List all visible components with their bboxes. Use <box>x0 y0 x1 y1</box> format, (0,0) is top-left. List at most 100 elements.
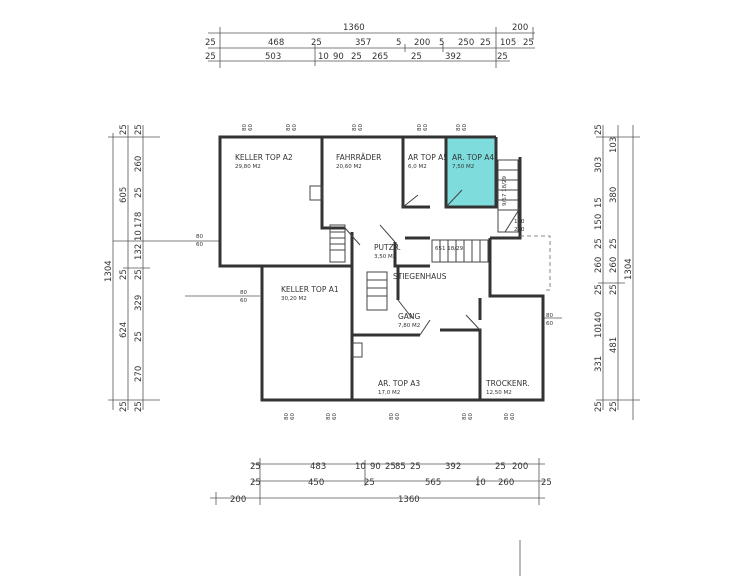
walls <box>218 135 545 402</box>
dimension-label: 260 <box>594 257 604 273</box>
dimension-label: 25 <box>134 401 144 412</box>
dimension-label: 178 <box>134 212 144 228</box>
dimension-label: 270 <box>134 366 144 382</box>
dimension-label: 25 <box>594 401 604 412</box>
dimension-label: 25 <box>497 52 508 62</box>
room-area-trockenr: 12,50 M2 <box>486 390 512 396</box>
dimension-label: 329 <box>134 295 144 311</box>
room-name-keller_a1: KELLER TOP A1 <box>281 285 339 294</box>
window-width-label: 80 <box>284 413 290 420</box>
dimension-label: 10 <box>355 462 366 472</box>
window-width-label: 80 <box>240 290 247 296</box>
room-name-ar_a3: AR. TOP A3 <box>378 379 420 388</box>
dimension-label: 260 <box>609 257 619 273</box>
dimension-label: 503 <box>265 52 281 62</box>
window-height-label: 60 <box>290 413 296 420</box>
window-height-label: 60 <box>468 413 474 420</box>
dimension-label: 25 <box>250 478 261 488</box>
window-width-label: 80 <box>546 313 553 319</box>
window-width-label: 80 <box>352 124 358 131</box>
dimension-label: 565 <box>425 478 441 488</box>
dimension-label: 25 <box>480 38 491 48</box>
room-area-putzr: 3,50 M2 <box>374 254 396 260</box>
window-height-label: 60 <box>332 413 338 420</box>
window-width-label: 80 <box>504 413 510 420</box>
window-height-label: 60 <box>546 321 553 327</box>
dimension-label: 303 <box>594 157 604 173</box>
window-width-label: 80 <box>456 124 462 131</box>
room-area-ar_a4: 7,50 M2 <box>452 164 474 170</box>
dimension-label: 200 <box>512 23 528 33</box>
room-name-ar_a5: AR TOP A5 <box>408 153 448 162</box>
room-name-trockenr: TROCKENR. <box>485 379 530 388</box>
room-area-keller_a1: 30,20 M2 <box>281 296 307 302</box>
window-width-label: 80 <box>286 124 292 131</box>
room-name-gang: GANG <box>398 312 421 321</box>
window-height-label: 60 <box>358 124 364 131</box>
dimension-label: 132 <box>134 244 144 260</box>
dimension-label: 140 <box>594 312 604 328</box>
dimension-label: 105 <box>500 38 516 48</box>
dimension-label: 357 <box>355 38 371 48</box>
dimension-label: 25 <box>311 38 322 48</box>
window-width-label: 80 <box>196 234 203 240</box>
dimension-label: 85 <box>395 462 406 472</box>
dimension-label: 25 <box>609 284 619 295</box>
room-name-putzr: PUTZR. <box>374 243 401 252</box>
dimension-label: 25 <box>134 124 144 135</box>
dimension-label: 250 <box>458 38 474 48</box>
dimension-label: 483 <box>310 462 326 472</box>
dimension-label: 10 <box>134 230 144 241</box>
room-area-fahrraeder: 20,60 M2 <box>336 164 362 170</box>
dimension-label: 468 <box>268 38 284 48</box>
doors <box>344 189 521 336</box>
dimension-label: 25 <box>609 401 619 412</box>
dimension-label: 25 <box>594 238 604 249</box>
dimension-label: 331 <box>594 356 604 372</box>
dimension-label: 25 <box>134 269 144 280</box>
dimension-label: 1304 <box>624 258 634 280</box>
dimension-label: 25 <box>385 462 396 472</box>
dimension-label: 5 <box>396 38 401 48</box>
dimension-label: 10 <box>475 478 486 488</box>
dimension-label: 25 <box>495 462 506 472</box>
window-height-label: 60 <box>510 413 516 420</box>
room-name-fahrraeder: FAHRRÄDER <box>336 153 381 162</box>
dimension-label: 25 <box>119 401 129 412</box>
dimension-label: 25 <box>541 478 552 488</box>
dimension-label: 25 <box>364 478 375 488</box>
room-area-gang: 7,80 M2 <box>398 323 420 329</box>
window-height-label: 60 <box>292 124 298 131</box>
dimension-label: 624 <box>119 322 129 338</box>
room-highlight-ar-top-a4 <box>446 138 496 207</box>
dimension-label: 380 <box>609 187 619 203</box>
dimension-label: 25 <box>205 38 216 48</box>
dimension-label: 150 <box>594 214 604 230</box>
room-name-ar_a4: AR. TOP A4 <box>452 153 494 162</box>
dimension-label: 1304 <box>104 260 114 282</box>
dimension-label: 10 <box>318 52 329 62</box>
room-area-ar_a3: 17,0 M2 <box>378 390 400 396</box>
room-area-ar_a5: 6,0 M2 <box>408 164 427 170</box>
dimension-label: 481 <box>609 337 619 353</box>
dimension-label: 605 <box>119 187 129 203</box>
side-stair-height: 220 <box>514 227 525 233</box>
dimension-label: 200 <box>230 495 246 505</box>
dimension-label: 25 <box>523 38 534 48</box>
dimension-label: 25 <box>411 52 422 62</box>
dimension-label: 25 <box>205 52 216 62</box>
dimension-label: 265 <box>372 52 388 62</box>
stair-spec: 651 18/29 <box>435 246 464 252</box>
window-height-label: 60 <box>248 124 254 131</box>
room-name-keller_a2: KELLER TOP A2 <box>235 153 293 162</box>
window-height-label: 60 <box>240 298 247 304</box>
dimension-label: 25 <box>594 284 604 295</box>
dimension-label: 1360 <box>398 495 420 505</box>
side-stair-width: 110 <box>514 219 525 225</box>
dimension-label: 90 <box>370 462 381 472</box>
window-height-label: 60 <box>462 124 468 131</box>
window-height-label: 60 <box>423 124 429 131</box>
window-width-label: 80 <box>242 124 248 131</box>
dimension-label: 90 <box>333 52 344 62</box>
